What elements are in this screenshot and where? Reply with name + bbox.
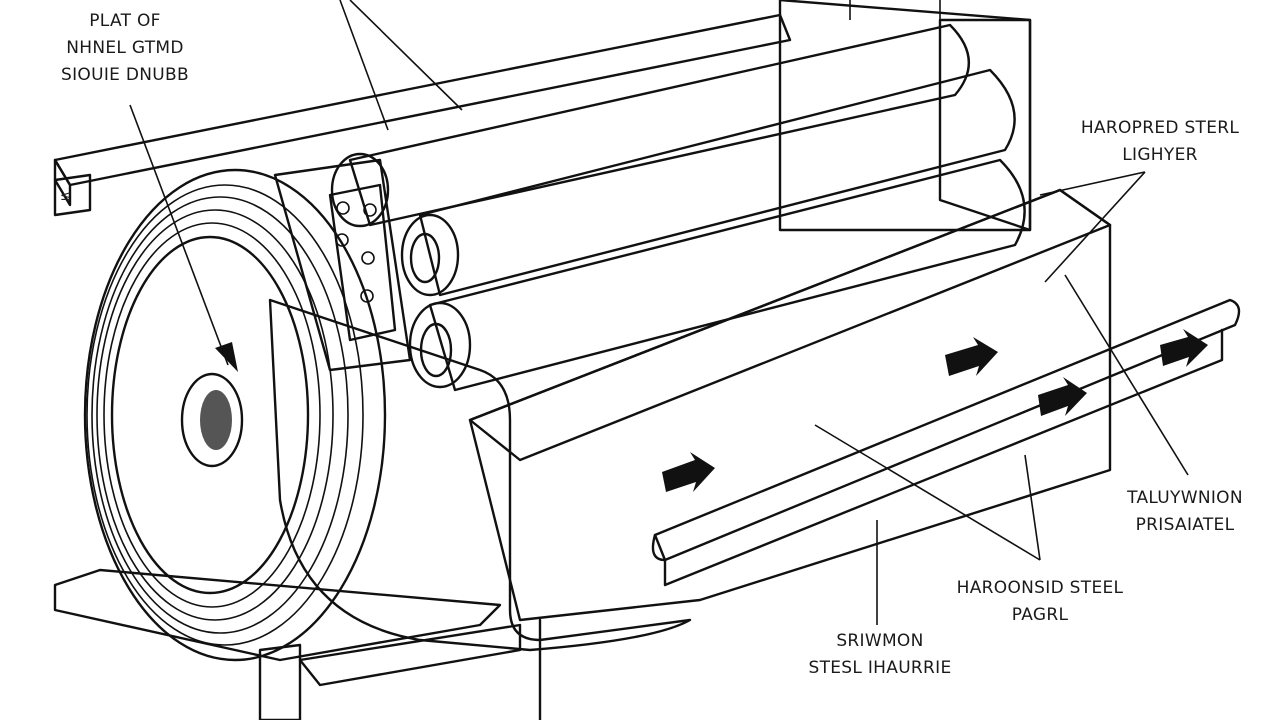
label-sm-line-1: SRIWMON [836,631,924,651]
leader-lines [129,0,1189,625]
top-rail: ≤ [53,13,792,217]
label-sm-line-2: STESL IHAURRIE [808,658,952,678]
label-hardened-steel-layer: HAROPRED STERL LIGHYER [1060,115,1260,169]
label-aluminum-material: TALUYWNION PRISAIATEL [1100,485,1270,539]
label-am-line-2: PRISAIATEL [1135,515,1235,535]
label-hsl-line-2: LIGHYER [1122,145,1198,165]
label-hsl-line-1: HAROPRED STERL [1080,118,1240,138]
label-am-line-1: TALUYWNION [1127,488,1243,508]
svg-text:≤: ≤ [60,189,71,204]
flow-arrows [662,329,1208,492]
side-bracket [273,158,412,372]
base-frame [53,568,542,720]
label-plate-line-1: PLAT OF [89,11,161,31]
steel-coil [83,168,387,662]
roller-middle [400,68,1016,297]
label-plate-line-2: NHNEL GTMD [66,38,184,58]
label-hardened-steel-panel: HAROONSID STEEL PAGRL [925,575,1155,629]
back-housing [778,0,1032,232]
roller-top [330,23,970,228]
guide-rail [651,298,1241,587]
label-plate: PLAT OF NHNEL GTMD SIOUIE DNUBB [40,8,210,89]
label-plate-line-3: SIOUIE DNUBB [61,65,189,85]
label-steel-machine: SRIWMON STESL IHAURRIE [780,628,980,682]
label-hsp-line-1: HAROONSID STEEL [956,578,1124,598]
output-trough [468,188,1112,622]
label-hsp-line-2: PAGRL [1011,605,1069,625]
steel-sheet [268,298,692,652]
